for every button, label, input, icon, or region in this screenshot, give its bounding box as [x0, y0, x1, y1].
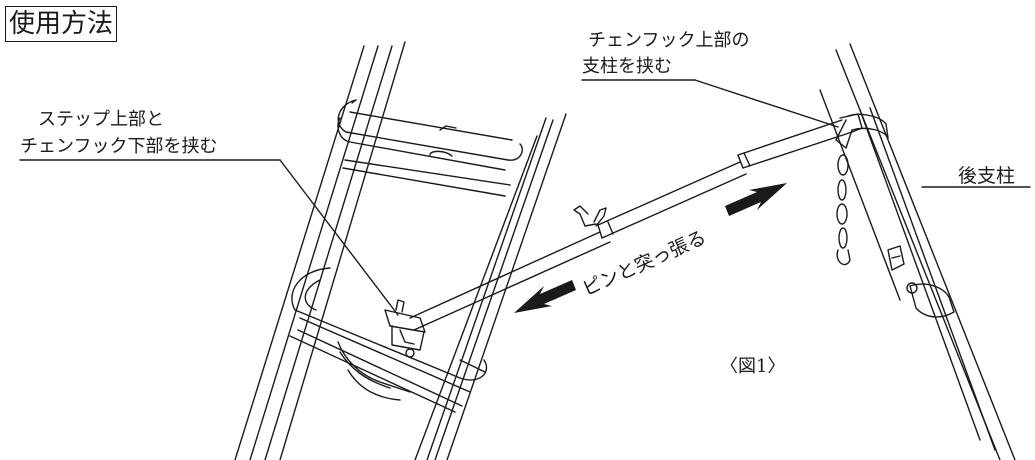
label-chain-hook-line1: チェンフック上部の — [588, 30, 750, 51]
tension-arrows — [514, 183, 787, 313]
lower-step — [289, 267, 488, 413]
front-ladder-rails — [234, 41, 567, 460]
label-step-top-line2: チェンフック下部を挟む — [20, 136, 218, 157]
wing-nut — [573, 205, 607, 227]
page-title: 使用方法 — [5, 6, 118, 42]
label-step-top-line1: ステップ上部と — [38, 109, 164, 130]
arrow-left — [514, 280, 576, 313]
figure-caption: 〈図1〉 — [720, 356, 786, 377]
rear-hook — [887, 245, 918, 294]
stay-bar — [409, 113, 863, 331]
leader-step-top — [19, 159, 399, 316]
arrow-right — [725, 183, 787, 216]
leader-chain-hook — [581, 79, 839, 128]
upper-step — [337, 99, 524, 197]
label-chain-hook-line2: 支柱を挟む — [582, 56, 672, 77]
rear-post — [819, 43, 1016, 460]
lower-clamp — [384, 299, 426, 358]
chain — [835, 119, 853, 266]
label-tension: ピンと突っ張る — [579, 226, 709, 300]
label-rear-post: 後支柱 — [958, 165, 1016, 187]
